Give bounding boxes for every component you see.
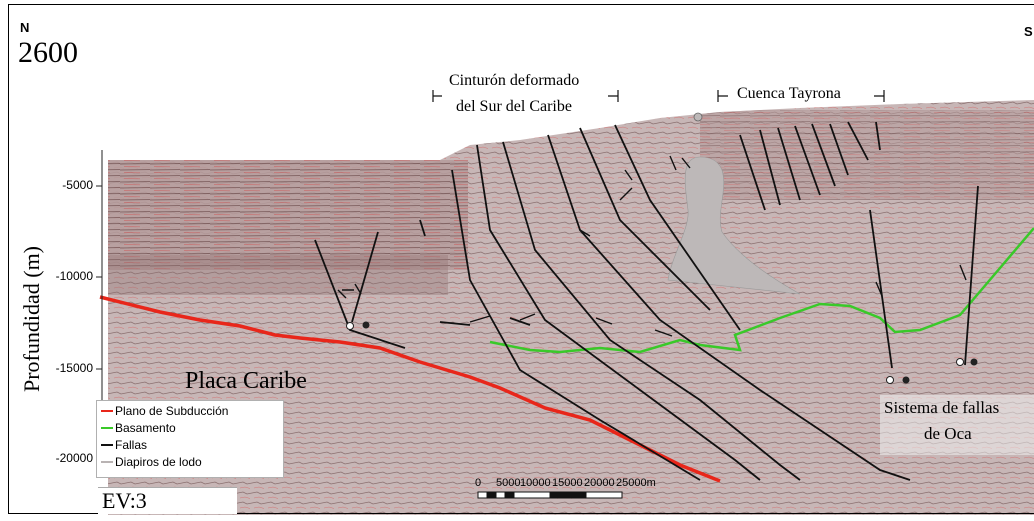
legend-item-faults: Fallas [101,438,147,452]
legend-label: Diapiros de lodo [115,455,202,469]
profile-id: EV:3 [98,487,237,514]
scale-label: 5000 [496,477,520,489]
legend-label: Basamento [115,421,176,435]
y-tick-label: -10000 [43,269,93,283]
legend-swatch-subduction [101,410,113,412]
legend-item-basement: Basamento [101,421,176,435]
north-label: N [20,20,29,35]
south-label: S [1024,24,1033,39]
basin-label: Cuenca Tayrona [737,85,841,103]
station-number: 2600 [18,36,78,70]
scale-label: 15000 [552,477,583,489]
legend-item-subduction: Plano de Subducción [101,404,228,418]
fault-system-label-line2: de Oca [924,424,972,444]
belt-label-line1: Cinturón deformado [449,72,579,90]
scale-label: 25000m [616,477,656,489]
scale-label: 20000 [584,477,615,489]
y-tick-label: -5000 [43,178,93,192]
scale-label: 0 [475,477,481,489]
plate-label: Placa Caribe [185,368,307,395]
y-axis-label: Profundidad (m) [19,239,45,399]
legend-item-diapirs: Diapiros de lodo [101,455,202,469]
legend-label: Plano de Subducción [115,404,228,418]
fault-system-label-line1: Sistema de fallas [884,398,999,418]
legend-label: Fallas [115,438,147,452]
legend: Plano de Subducción Basamento Fallas Dia… [96,400,284,478]
belt-label-line2: del Sur del Caribe [456,98,572,116]
legend-swatch-faults [101,444,113,446]
scale-label: 10000 [520,477,551,489]
y-tick-label: -20000 [43,451,93,465]
y-tick-label: -15000 [43,361,93,375]
legend-swatch-diapirs [101,461,113,463]
legend-swatch-basement [101,427,113,429]
